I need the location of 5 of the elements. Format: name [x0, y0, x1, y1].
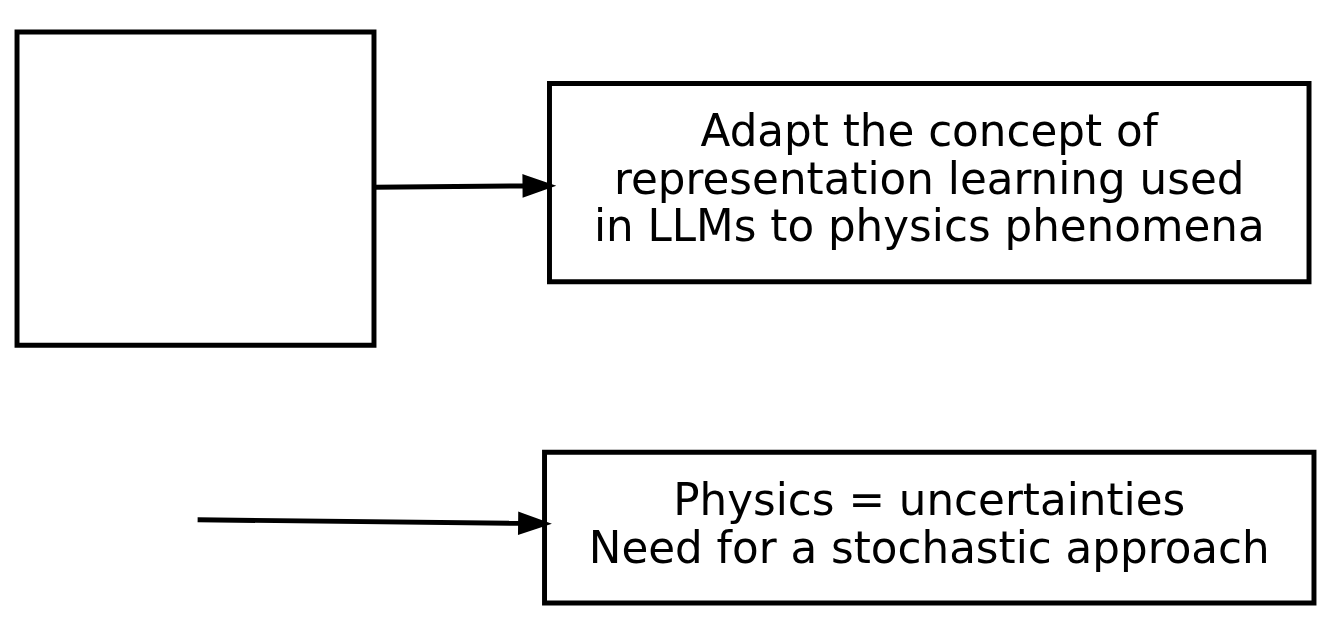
node-box [14, 28, 377, 348]
arrow [197, 510, 552, 535]
node-box: Physics = uncertainties Need for a stochastic approach [542, 449, 1317, 606]
node-box: Adapt the concept of representation learning used in LLMs to physics phenomena [547, 80, 1312, 284]
arrow [374, 173, 557, 198]
